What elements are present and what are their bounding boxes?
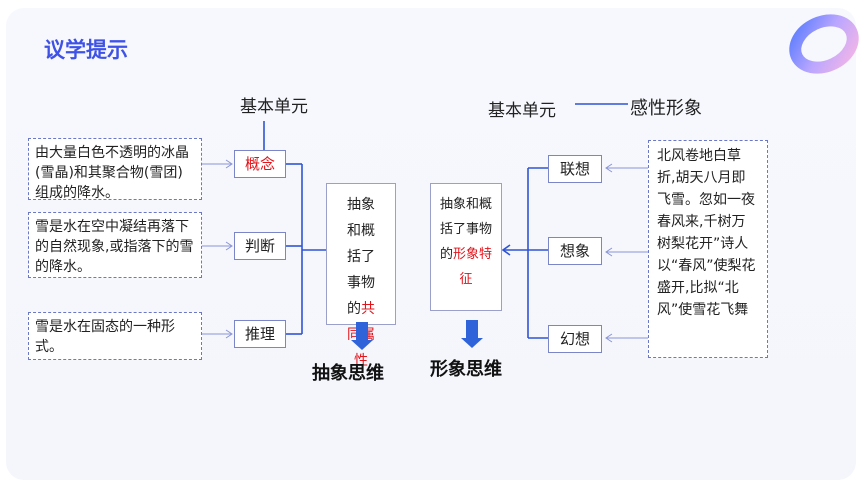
judgment-description: 雪是水在空中凝结再落下的自然现象,或指落下的雪的降水。 bbox=[28, 212, 202, 278]
right-header: 基本单元 bbox=[488, 101, 556, 121]
image-summary-box: 抽象和概括了事物的形象特征 bbox=[430, 183, 502, 311]
abstract-summary-highlight: 共同属性 bbox=[347, 301, 375, 369]
fantasy-box: 幻想 bbox=[548, 325, 602, 353]
image-thinking-label: 形象思维 bbox=[430, 359, 502, 380]
abstract-thinking-label: 抽象思维 bbox=[312, 363, 384, 384]
right-header-highlight: 感性形象 bbox=[630, 98, 702, 119]
imagination-box: 想象 bbox=[548, 237, 602, 265]
image-summary-highlight: 形象特征 bbox=[453, 247, 493, 287]
abstract-summary-box: 抽象和概括了事物的共同属性 bbox=[326, 183, 396, 369]
image-summary-text: 抽象和概括了事物的 bbox=[439, 197, 492, 262]
arrow-down-icon bbox=[351, 322, 373, 350]
reasoning-description: 雪是水在固态的一种形式。 bbox=[28, 312, 202, 360]
abstract-summary-text: 抽象和概括了事物的 bbox=[347, 197, 375, 317]
judgment-box: 判断 bbox=[234, 232, 286, 260]
concept-box: 概念 bbox=[234, 150, 286, 178]
arrow-down-icon bbox=[461, 320, 483, 348]
page-title: 议学提示 bbox=[44, 38, 128, 62]
concept-description: 由大量白色不透明的冰晶(雪晶)和其聚合物(雪团)组成的降水。 bbox=[28, 138, 202, 201]
reasoning-box: 推理 bbox=[234, 320, 286, 348]
association-box: 联想 bbox=[548, 155, 602, 183]
left-header: 基本单元 bbox=[240, 97, 308, 117]
ring-decoration bbox=[789, 14, 859, 74]
poem-description: 北风卷地白草折,胡天八月即飞雪。忽如一夜春风来,千树万树梨花开”诗人以“春风”使… bbox=[648, 140, 768, 358]
